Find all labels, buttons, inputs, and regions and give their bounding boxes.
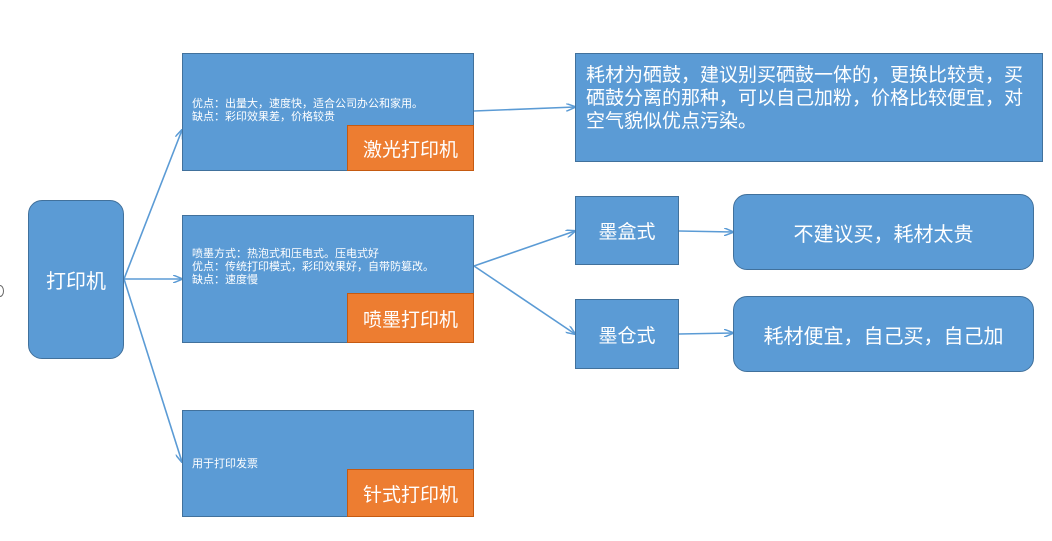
connector-root-laser <box>123 130 182 280</box>
connector-cartridge-note <box>678 231 733 232</box>
cartridge-note[interactable]: 不建议买，耗材太贵 <box>733 194 1034 270</box>
connector-inkjet-cartridge <box>473 231 575 267</box>
dotmatrix-tag: 针式打印机 <box>347 469 474 517</box>
tank-node[interactable]: 墨仓式 <box>575 299 679 369</box>
laser-node[interactable]: 优点：出量大，速度快，适合公司办公和家用。 缺点：彩印效果差，价格较贵 <box>182 53 474 171</box>
connector-root-dotmatrix <box>123 278 182 462</box>
cartridge-label: 墨盒式 <box>598 221 656 243</box>
connector-laser-note <box>473 107 575 112</box>
root-label: 打印机 <box>46 269 106 293</box>
inkjet-node[interactable]: 喷墨方式：热泡式和压电式。压电式好 优点：传统打印模式，彩印效果好，自带防篡改。… <box>182 215 474 343</box>
connector-tank-note <box>678 333 733 334</box>
edge-handle <box>0 285 4 297</box>
cartridge-node[interactable]: 墨盒式 <box>575 196 679 265</box>
root-node[interactable]: 打印机 <box>28 200 124 359</box>
tank-note[interactable]: 耗材便宜，自己买，自己加 <box>733 296 1034 372</box>
tank-label: 墨仓式 <box>598 324 656 347</box>
tank-note-text: 耗材便宜，自己买，自己加 <box>763 323 1004 348</box>
laser-tag: 激光打印机 <box>347 125 474 171</box>
cartridge-note-text: 不建议买，耗材太贵 <box>793 221 974 246</box>
inkjet-description: 喷墨方式：热泡式和压电式。压电式好 优点：传统打印模式，彩印效果好，自带防篡改。… <box>192 247 434 286</box>
inkjet-tag: 喷墨打印机 <box>347 293 474 343</box>
connector-inkjet-tank <box>473 265 575 334</box>
laser-description: 优点：出量大，速度快，适合公司办公和家用。 缺点：彩印效果差，价格较贵 <box>192 97 423 123</box>
dotmatrix-node[interactable]: 用于打印发票 <box>182 410 474 517</box>
dotmatrix-description: 用于打印发票 <box>192 457 258 470</box>
laser-note[interactable]: 耗材为硒鼓，建议别买硒鼓一体的，更换比较贵，买硒鼓分离的那种，可以自己加粉，价格… <box>575 53 1043 162</box>
